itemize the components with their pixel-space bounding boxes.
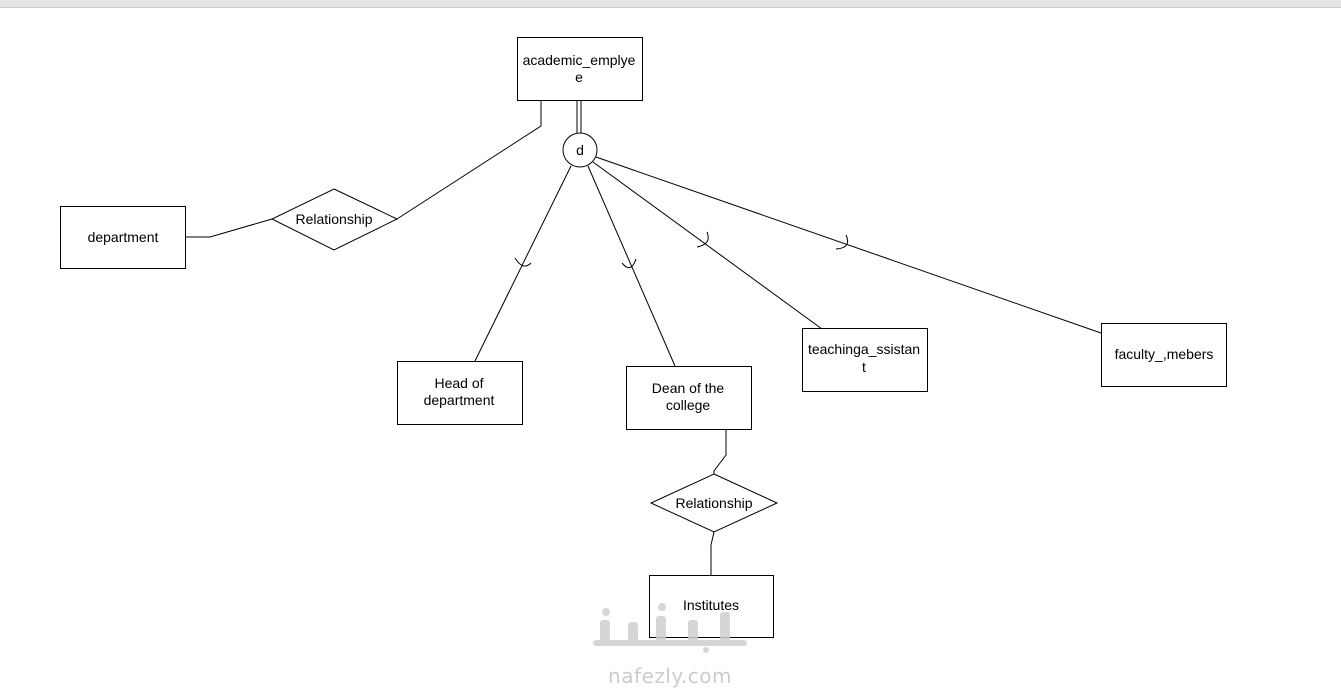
svg-text:Institutes: Institutes	[683, 597, 739, 613]
connector-disjoint-dean	[587, 165, 676, 367]
svg-text:Head of: Head of	[434, 375, 483, 391]
connector-employee-relationship	[396, 101, 542, 220]
svg-text:Relationship: Relationship	[295, 211, 372, 227]
svg-text:d: d	[576, 142, 584, 158]
entity-institutes[interactable]: Institutes	[649, 575, 774, 638]
entity-department[interactable]: department	[60, 206, 186, 269]
watermark: nafezly.com	[593, 603, 747, 688]
connector-disjoint-head	[474, 165, 572, 362]
relationship-dean-institutes[interactable]: Relationship	[649, 473, 779, 533]
connector-relationship-institutes	[710, 531, 715, 575]
entity-academic-employee[interactable]: academic_emplye e	[517, 37, 643, 101]
subset-arc-dean	[621, 258, 637, 269]
svg-text:department: department	[424, 392, 495, 408]
watermark-logo	[593, 603, 747, 653]
window-top-bar	[0, 0, 1341, 8]
disjoint-specialization-circle[interactable]: d	[562, 132, 598, 168]
subset-arc-head	[514, 257, 532, 267]
svg-text:academic_emplye: academic_emplye	[523, 52, 636, 68]
connector-relationship-department	[186, 218, 273, 238]
entity-head-of-department[interactable]: Head of department	[397, 361, 523, 425]
connector-dean-relationship	[713, 430, 727, 474]
svg-text:Dean of the: Dean of the	[652, 380, 725, 396]
entity-teaching-assistant[interactable]: teachinga_ssistan t	[802, 328, 928, 392]
svg-text:e: e	[575, 69, 583, 85]
svg-text:Relationship: Relationship	[675, 495, 752, 511]
svg-text:teachinga_ssistan: teachinga_ssistan	[808, 341, 920, 357]
connector-disjoint-teaching	[592, 161, 823, 330]
svg-text:faculty_,mebers: faculty_,mebers	[1115, 346, 1214, 362]
entity-dean-of-the-college[interactable]: Dean of the college	[626, 366, 752, 430]
watermark-site-text: nafezly.com	[608, 664, 732, 688]
svg-text:department: department	[88, 229, 159, 245]
subset-arc-faculty	[835, 234, 849, 250]
relationship-employee-department[interactable]: Relationship	[270, 188, 399, 251]
svg-text:t: t	[862, 359, 866, 375]
connector-disjoint-faculty	[595, 156, 1102, 334]
svg-text:college: college	[666, 397, 711, 413]
entity-faculty-members[interactable]: faculty_,mebers	[1101, 323, 1227, 387]
subset-arc-teaching	[696, 231, 709, 248]
